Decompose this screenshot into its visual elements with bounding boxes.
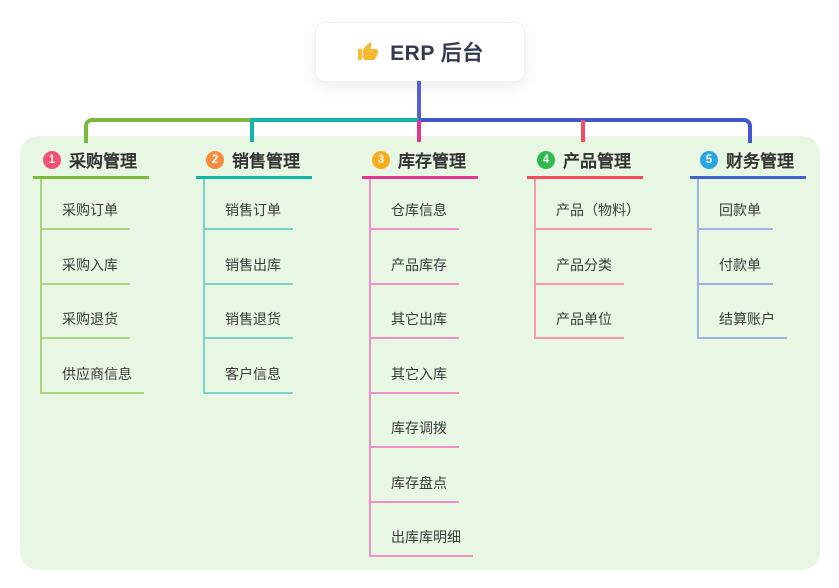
branch-child-label: 采购订单 xyxy=(62,202,118,218)
badge-2: 2 xyxy=(206,150,224,169)
branch-child-item[interactable]: 付款单 xyxy=(699,230,773,285)
branch-child-item[interactable]: 产品分类 xyxy=(536,230,624,285)
branch-child-item[interactable]: 销售退货 xyxy=(205,285,293,339)
branch-head-sales[interactable]: 2 销售管理 xyxy=(196,148,312,179)
root-node-title: ERP 后台 xyxy=(390,42,484,65)
branches-panel: 1 采购管理 采购订单采购入库采购退货供应商信息 2 销售管理 销售订单销售出库… xyxy=(20,136,820,570)
branch-child-label: 客户信息 xyxy=(225,365,281,382)
branch-child-item[interactable]: 供应商信息 xyxy=(42,339,144,394)
branch-child-label: 付款单 xyxy=(719,256,761,273)
branch-child-label: 其它出库 xyxy=(391,311,447,327)
branch-sales: 2 销售管理 销售订单销售出库销售退货客户信息 xyxy=(196,148,312,394)
branch-child-item[interactable]: 采购退货 xyxy=(42,285,130,339)
branch-child-item[interactable]: 回款单 xyxy=(699,179,773,230)
badge-1: 1 xyxy=(43,150,61,169)
branch-child-item[interactable]: 产品（物料） xyxy=(536,179,652,230)
branch-child-item[interactable]: 采购入库 xyxy=(42,230,130,285)
branch-child-label: 采购入库 xyxy=(62,256,118,273)
branch-child-label: 仓库信息 xyxy=(391,202,447,218)
bus-line-right xyxy=(419,118,752,143)
branch-child-label: 销售退货 xyxy=(225,311,281,327)
branch-child-item[interactable]: 其它入库 xyxy=(371,339,459,394)
badge-4: 4 xyxy=(537,150,555,169)
branch-children: 销售订单销售出库销售退货客户信息 xyxy=(203,179,293,394)
branch-product: 4 产品管理 产品（物料） 产品分类产品单位 xyxy=(527,148,652,339)
drop-line-product xyxy=(581,120,585,142)
branch-finance: 5 财务管理 回款单付款单结算账户 xyxy=(690,148,806,339)
branch-child-label: 销售出库 xyxy=(225,256,281,273)
branch-child-label: 销售订单 xyxy=(225,202,281,218)
branch-child-label: 出库库明细 xyxy=(391,529,461,545)
branch-child-label: 产品单位 xyxy=(556,311,612,327)
branch-child-label: 产品（物料） xyxy=(556,202,640,218)
branch-child-label: 采购退货 xyxy=(62,311,118,327)
branch-inventory: 3 库存管理 仓库信息产品库存其它出库其它入库库存调拨库存盘点出库库明细 xyxy=(362,148,478,557)
branch-label: 库存管理 xyxy=(398,152,466,171)
branch-child-label: 产品库存 xyxy=(391,256,447,273)
branch-children: 回款单付款单结算账户 xyxy=(697,179,787,339)
branch-label: 产品管理 xyxy=(563,152,631,171)
branch-head-product[interactable]: 4 产品管理 xyxy=(527,148,643,179)
thumbs-up-icon xyxy=(358,42,379,60)
branch-label: 采购管理 xyxy=(69,152,137,171)
trunk-line xyxy=(417,81,421,120)
drop-line-sales xyxy=(250,120,254,142)
branch-child-label: 库存调拨 xyxy=(391,420,447,436)
branch-child-label: 结算账户 xyxy=(719,311,775,327)
branch-purchase: 1 采购管理 采购订单采购入库采购退货供应商信息 xyxy=(33,148,149,394)
branch-child-label: 回款单 xyxy=(719,202,761,218)
branch-label: 财务管理 xyxy=(726,152,794,171)
bus-line-middle xyxy=(250,118,419,122)
branch-child-label: 其它入库 xyxy=(391,365,447,382)
branch-child-item[interactable]: 销售出库 xyxy=(205,230,293,285)
branch-children: 产品（物料） 产品分类产品单位 xyxy=(534,179,652,339)
badge-5: 5 xyxy=(700,150,718,169)
branch-head-inventory[interactable]: 3 库存管理 xyxy=(362,148,478,179)
branch-child-item[interactable]: 结算账户 xyxy=(699,285,787,339)
branch-child-item[interactable]: 产品单位 xyxy=(536,285,624,339)
badge-3: 3 xyxy=(372,150,390,169)
branch-child-item[interactable]: 其它出库 xyxy=(371,285,459,339)
drop-line-inventory xyxy=(417,120,421,142)
branch-child-label: 供应商信息 xyxy=(62,365,132,382)
bus-line-left xyxy=(84,118,252,143)
branch-label: 销售管理 xyxy=(232,152,300,171)
branch-child-item[interactable]: 客户信息 xyxy=(205,339,293,394)
branch-child-item[interactable]: 仓库信息 xyxy=(371,179,459,230)
branch-head-purchase[interactable]: 1 采购管理 xyxy=(33,148,149,179)
branch-child-item[interactable]: 库存调拨 xyxy=(371,394,459,448)
branch-children: 仓库信息产品库存其它出库其它入库库存调拨库存盘点出库库明细 xyxy=(369,179,473,557)
root-node-erp[interactable]: ERP 后台 xyxy=(315,22,525,82)
branch-child-item[interactable]: 出库库明细 xyxy=(371,503,473,557)
branch-child-item[interactable]: 产品库存 xyxy=(371,230,459,285)
branch-child-item[interactable]: 销售订单 xyxy=(205,179,293,230)
branch-head-finance[interactable]: 5 财务管理 xyxy=(690,148,806,179)
branch-children: 采购订单采购入库采购退货供应商信息 xyxy=(40,179,144,394)
branch-child-label: 库存盘点 xyxy=(391,474,447,491)
branch-child-item[interactable]: 库存盘点 xyxy=(371,448,459,503)
branch-child-item[interactable]: 采购订单 xyxy=(42,179,130,230)
branch-child-label: 产品分类 xyxy=(556,256,612,273)
